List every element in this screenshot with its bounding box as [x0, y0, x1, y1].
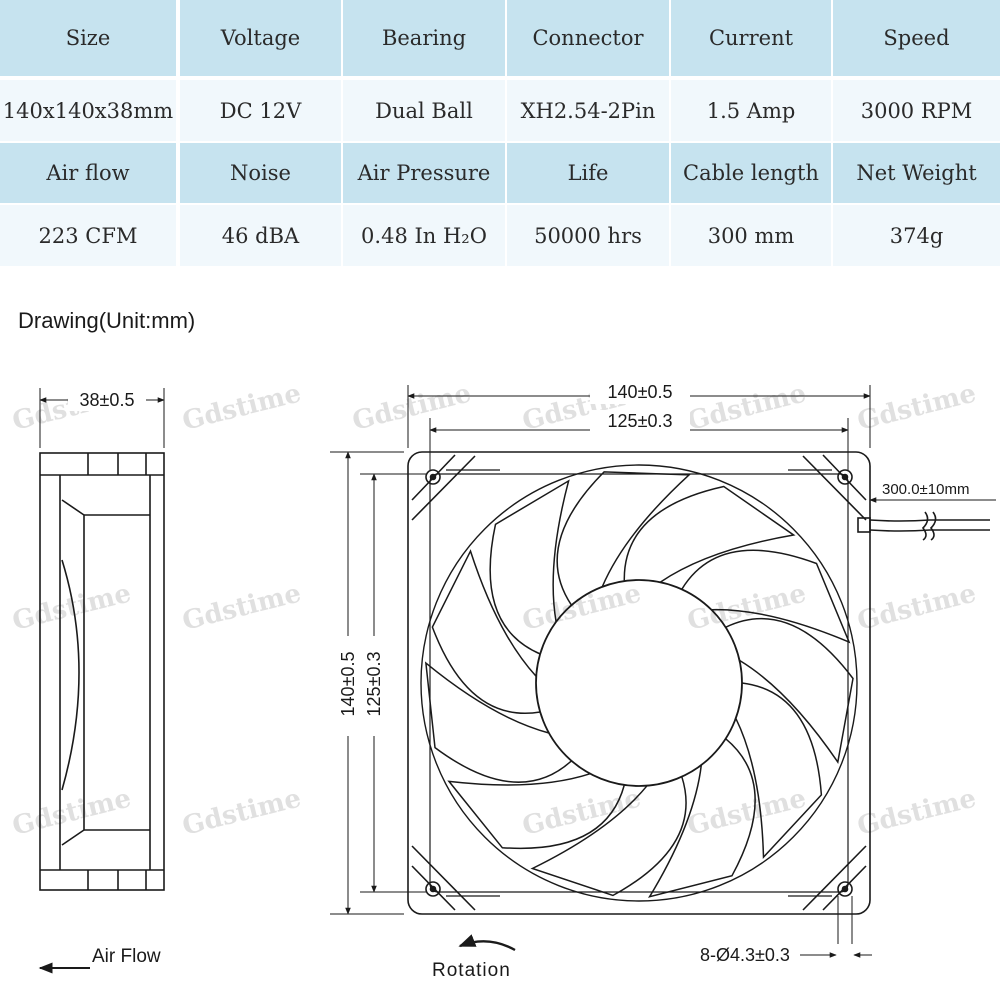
watermark-text: Gdstime — [519, 783, 644, 841]
watermark-text: Gdstime — [9, 578, 134, 636]
fan-blade — [725, 618, 854, 765]
rotation-label: Rotation — [432, 960, 511, 981]
watermark-text: Gdstime — [854, 783, 979, 841]
fan-side-view — [38, 388, 165, 974]
spec-header-cell: Voltage — [180, 0, 341, 76]
spec-header-cell: Noise — [180, 143, 341, 203]
spec-value-cell: 374g — [833, 205, 1000, 266]
fan-blade — [489, 479, 570, 655]
spec-value-cell: 0.48 In H₂O — [343, 205, 505, 266]
drawing-title: Drawing(Unit:mm) — [18, 308, 196, 333]
height-outer-label: 140±0.5 — [338, 652, 358, 717]
fan-blades — [424, 471, 854, 898]
watermark-text: Gdstime — [519, 578, 644, 636]
drawing-area — [0, 290, 1000, 1000]
spec-value-cell: 50000 hrs — [507, 205, 669, 266]
width-inner-label: 125±0.3 — [608, 411, 673, 431]
spec-value-cell: Dual Ball — [343, 80, 505, 141]
fan-blade — [447, 772, 626, 850]
watermark-text: Gdstime — [9, 783, 134, 841]
fan-blade — [556, 471, 691, 606]
watermark-text: Gdstime — [684, 783, 809, 841]
fan-blade — [530, 776, 687, 897]
spec-value-cell: 46 dBA — [180, 205, 341, 266]
watermark-text: Gdstime — [854, 578, 979, 636]
spec-value-cell: 300 mm — [671, 205, 831, 266]
width-outer-label: 140±0.5 — [608, 382, 673, 402]
spec-header-cell: Size — [0, 0, 176, 76]
fan-blade — [623, 485, 796, 583]
side-depth-label: 38±0.5 — [80, 390, 135, 410]
air-flow-label: Air Flow — [92, 946, 161, 967]
spec-header-cell: Net Weight — [833, 143, 1000, 203]
watermark-text: Gdstime — [349, 378, 474, 436]
spec-value-cell: 140x140x38mm — [0, 80, 176, 141]
spec-header-cell: Bearing — [343, 0, 505, 76]
spec-value-cell: XH2.54-2Pin — [507, 80, 669, 141]
watermark-text: Gdstime — [684, 578, 809, 636]
spec-header-cell: Air Pressure — [343, 143, 505, 203]
spec-header-cell: Speed — [833, 0, 1000, 76]
height-outer-bg — [336, 636, 360, 736]
side-depth-bg — [68, 389, 146, 411]
height-inner-label: 125±0.3 — [364, 652, 384, 717]
watermark-text: Gdstime — [179, 783, 304, 841]
height-inner-bg — [362, 636, 386, 736]
spec-value-cell: 223 CFM — [0, 205, 176, 266]
fan-blade — [648, 738, 756, 898]
watermark-text: Gdstime — [179, 578, 304, 636]
fan-blade — [735, 682, 823, 859]
watermark-text: Gdstime — [854, 378, 979, 436]
spec-header-cell: Current — [671, 0, 831, 76]
watermark-text: Gdstime — [179, 378, 304, 436]
fan-front-view — [407, 451, 990, 915]
spec-value-cell: 1.5 Amp — [671, 80, 831, 141]
width-inner-bg — [590, 410, 690, 434]
spec-header-cell: Cable length — [671, 143, 831, 203]
fan-blade — [681, 549, 851, 644]
spec-header-cell: Life — [507, 143, 669, 203]
width-outer-bg — [590, 380, 690, 404]
cable-length-label: 300.0±10mm — [882, 481, 969, 498]
spec-value-cell: DC 12V — [180, 80, 341, 141]
hole-spec-label: 8-Ø4.3±0.3 — [700, 945, 790, 965]
watermark-text: Gdstime — [684, 378, 809, 436]
spec-header-cell: Air flow — [0, 143, 176, 203]
spec-header-cell: Connector — [507, 0, 669, 76]
fan-blade — [424, 661, 573, 783]
fan-blade — [431, 549, 541, 714]
spec-value-cell: 3000 RPM — [833, 80, 1000, 141]
